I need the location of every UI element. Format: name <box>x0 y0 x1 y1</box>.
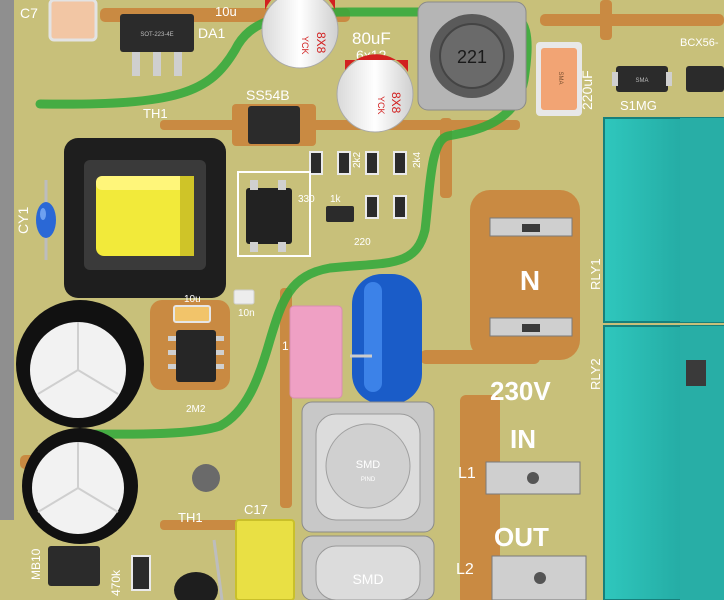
label-mb10: MB10 <box>29 548 43 580</box>
label-cy1: CY1 <box>15 207 31 234</box>
diode-s1mg: SMA <box>612 66 672 92</box>
green-highlight-trace <box>35 7 532 439</box>
terminal-l1 <box>485 461 581 495</box>
label-2m2: 2M2 <box>186 404 206 415</box>
label-220: 220 <box>354 237 371 248</box>
svg-text:SMD: SMD <box>356 459 381 471</box>
svg-text:YCK: YCK <box>300 36 310 55</box>
label-230v: 230V <box>490 376 551 406</box>
board-edge-left <box>0 0 14 520</box>
electrolytic-capacitor-mid: 8X8 YCK <box>336 54 414 133</box>
transistor-small <box>326 206 354 222</box>
svg-text:221: 221 <box>457 47 487 67</box>
label-220uf: 220uF <box>579 70 595 110</box>
capacitor-pink <box>289 305 343 399</box>
smd-inductor-2: SMD <box>301 535 435 600</box>
capacitor-220uf: SMA <box>536 42 582 116</box>
svg-text:PIND: PIND <box>361 477 376 483</box>
svg-text:SMD: SMD <box>352 571 383 587</box>
smd-inductor-1: SMD PIND <box>301 401 435 533</box>
electrolytic-capacitor-top: 8X8 YCK <box>261 0 339 69</box>
label-2k4: 2k4 <box>412 151 423 168</box>
controller-ic <box>168 330 224 382</box>
label-l1: L1 <box>458 465 476 482</box>
capacitor-c7 <box>48 0 98 42</box>
electrolytic-capacitor-bottom-2 <box>22 428 138 544</box>
label-one: 1 <box>282 339 289 353</box>
thermistor-th1 <box>174 539 224 600</box>
transistor-bcx56 <box>686 66 724 92</box>
svg-text:YCK: YCK <box>376 96 386 115</box>
svg-text:SMA: SMA <box>635 78 648 84</box>
label-ss54b: SS54B <box>246 87 290 103</box>
label-rly1: RLY1 <box>588 258 603 290</box>
label-l2: L2 <box>456 561 474 578</box>
label-1k: 1k <box>330 194 342 205</box>
ferrite-blue <box>350 274 422 404</box>
label-80uf: 80uF <box>352 29 391 48</box>
relay-rly1 <box>603 117 724 323</box>
label-c17: C17 <box>244 502 268 517</box>
svg-text:SOT-223-4E: SOT-223-4E <box>140 32 173 38</box>
label-c7: C7 <box>20 5 38 21</box>
label-da1: DA1 <box>198 25 225 41</box>
svg-text:8X8: 8X8 <box>389 92 403 114</box>
label-out: OUT <box>494 522 549 552</box>
label-330: 330 <box>298 194 315 205</box>
svg-text:SMA: SMA <box>557 71 563 84</box>
label-bcx56: BCX56- <box>680 37 719 49</box>
electrolytic-capacitor-bottom-1 <box>16 300 144 428</box>
resistor-array <box>309 151 407 219</box>
label-10n: 10n <box>238 308 255 319</box>
label-10u-top: 10u <box>215 4 237 19</box>
capacitor-cy1 <box>36 180 56 260</box>
label-th1-top: TH1 <box>143 106 168 121</box>
label-in: IN <box>510 424 536 454</box>
relay-rly2 <box>603 325 724 600</box>
transformer <box>64 138 226 298</box>
diode-ss54b <box>232 104 316 146</box>
regulator-da1: SOT-223-4E <box>120 14 194 76</box>
label-470k: 470k <box>109 569 123 596</box>
capacitor-10u-mid <box>173 305 211 323</box>
label-th1-bottom: TH1 <box>178 510 203 525</box>
label-10u-mid: 10u <box>184 294 201 305</box>
terminal-l2 <box>491 555 587 600</box>
bridge-rectifier-mb10 <box>48 546 100 586</box>
power-inductor-221: 221 <box>417 1 527 111</box>
resistor-470k <box>131 555 151 591</box>
optocoupler <box>237 171 311 257</box>
label-2k2: 2k2 <box>352 151 363 168</box>
mounting-hole <box>192 464 220 492</box>
label-s1mg: S1MG <box>620 98 657 113</box>
capacitor-c17 <box>235 519 295 600</box>
terminal-n <box>489 217 573 337</box>
capacitor-10n <box>233 289 255 305</box>
label-rly2: RLY2 <box>588 358 603 390</box>
svg-text:8X8: 8X8 <box>314 32 328 54</box>
label-n: N <box>520 265 540 296</box>
